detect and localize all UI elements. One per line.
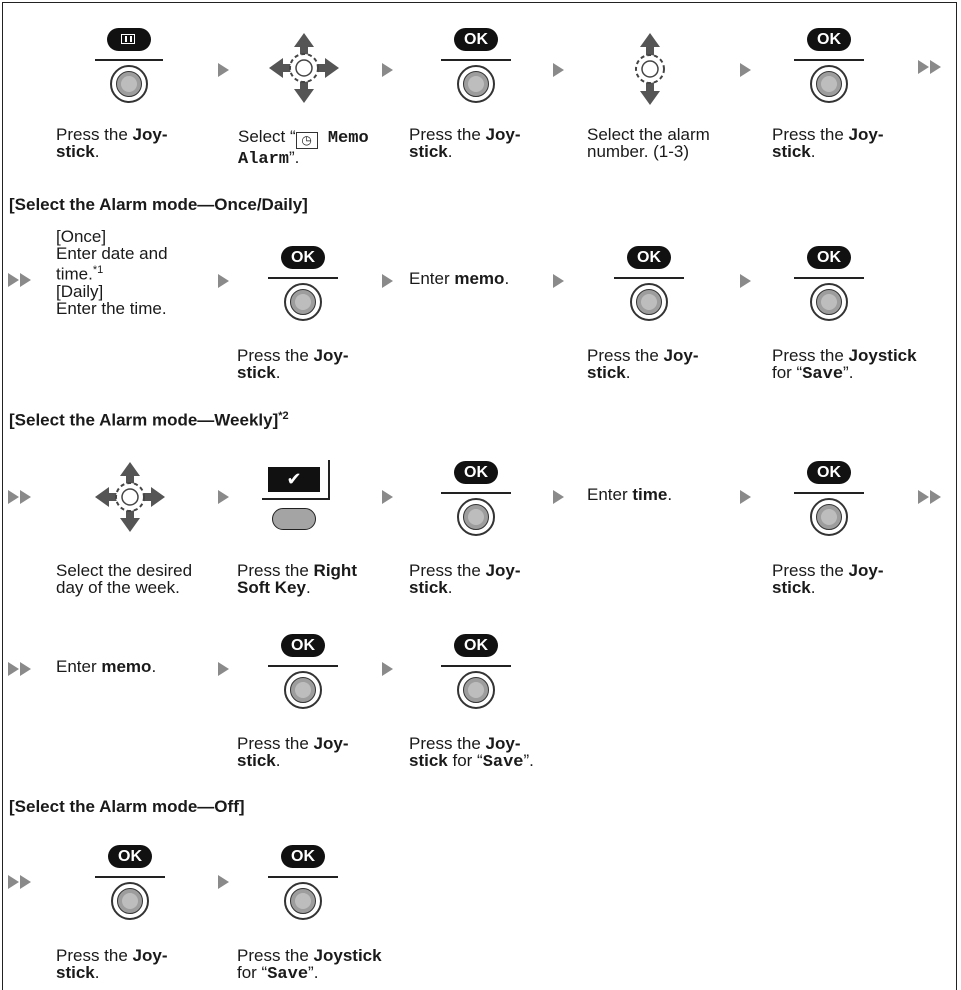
caption-enter-memo: Enter memo.	[56, 657, 157, 676]
arrow-right-icon	[740, 490, 751, 504]
alarm-clock-icon: ◷	[295, 132, 318, 149]
arrow-right-icon	[218, 662, 229, 676]
caption-press-joystick-save: Press the Joy-stick for “Save”.	[409, 734, 534, 772]
caption-press-joystick: Press the Joy-stick.	[56, 125, 168, 161]
arrow-right-icon	[218, 875, 229, 889]
joystick-updown-icon	[630, 33, 670, 110]
ok-key-icon: OK	[794, 461, 864, 536]
ok-key-icon: OK	[441, 461, 511, 536]
caption-press-joystick: Press the Joy-stick.	[56, 946, 168, 982]
arrow-right-icon	[382, 490, 393, 504]
continue-arrow-icon	[8, 662, 32, 681]
ok-key-icon: OK	[268, 845, 338, 920]
arrow-right-icon	[218, 490, 229, 504]
arrow-right-icon	[218, 63, 229, 77]
caption-press-joystick: Press the Joy-stick.	[409, 561, 521, 597]
caption-press-joystick: Press the Joy-stick.	[237, 346, 349, 382]
caption-enter-memo: Enter memo.	[409, 269, 510, 288]
ok-key-icon: OK	[268, 246, 338, 321]
arrow-right-icon	[553, 63, 564, 77]
continue-arrow-icon	[918, 60, 942, 79]
caption-enter-time: Enter time.	[587, 485, 673, 504]
arrow-right-icon	[382, 274, 393, 288]
ok-key-icon: OK	[95, 845, 165, 920]
menu-key-icon	[95, 28, 163, 103]
continue-arrow-icon	[8, 875, 32, 894]
continue-arrow-icon	[918, 490, 942, 509]
section-heading-off: [Select the Alarm mode—Off]	[9, 797, 245, 816]
section-heading-weekly: [Select the Alarm mode—Weekly]*2	[9, 410, 289, 430]
joystick-4way-icon	[264, 33, 344, 108]
caption-press-joystick: Press the Joy-stick.	[237, 734, 349, 770]
arrow-right-icon	[740, 63, 751, 77]
caption-press-joystick: Press the Joy-stick.	[587, 346, 699, 382]
arrow-right-icon	[553, 274, 564, 288]
joystick-4way-icon	[90, 462, 170, 537]
arrow-right-icon	[382, 63, 393, 77]
ok-key-icon: OK	[268, 634, 338, 709]
caption-press-joystick: Press the Joy-stick.	[772, 125, 884, 161]
ok-key-icon: OK	[794, 28, 864, 103]
continue-arrow-icon	[8, 490, 32, 509]
arrow-right-icon	[382, 662, 393, 676]
arrow-right-icon	[740, 274, 751, 288]
section-heading-once-daily: [Select the Alarm mode—Once/Daily]	[9, 195, 308, 214]
caption-press-joystick: Press the Joy-stick.	[772, 561, 884, 597]
ok-key-icon: OK	[441, 634, 511, 709]
ok-key-icon: OK	[441, 28, 511, 103]
ok-key-icon: OK	[614, 246, 684, 321]
caption-press-joystick: Press the Joy-stick.	[409, 125, 521, 161]
ok-key-icon: OK	[794, 246, 864, 321]
arrow-right-icon	[218, 274, 229, 288]
right-soft-key-icon: ✔	[262, 460, 342, 540]
continue-arrow-icon	[8, 273, 32, 292]
arrow-right-icon	[553, 490, 564, 504]
